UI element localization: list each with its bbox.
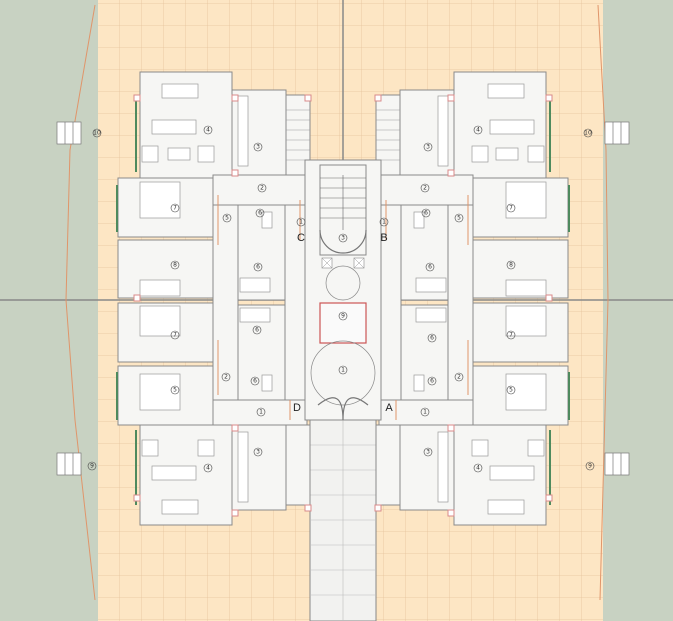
- apartments-left: [116, 71, 312, 526]
- room-number-circle: [170, 330, 180, 340]
- room-number: 4: [476, 465, 480, 472]
- room-number: 3: [426, 144, 430, 151]
- room-number: 3: [426, 449, 430, 456]
- room-number: 9: [341, 313, 345, 320]
- room-number-circle: [255, 208, 265, 218]
- room-number-circle: [92, 128, 102, 138]
- room-number: 7: [509, 205, 513, 212]
- room-number-circle: [170, 385, 180, 395]
- room-number: 5: [225, 215, 229, 222]
- room-number: 8: [509, 262, 513, 269]
- room-number-circle: [473, 463, 483, 473]
- unit-label-a: A: [385, 402, 393, 414]
- room-number: 10: [584, 130, 592, 137]
- garden-left: [0, 0, 98, 621]
- room-number: 3: [256, 449, 260, 456]
- room-number-circle: [257, 183, 267, 193]
- room-number-circle: [421, 208, 431, 218]
- unit-label-c: C: [297, 232, 305, 244]
- room-number-circle: [250, 376, 260, 386]
- room-number-circle: [585, 461, 595, 471]
- unit-label-b: B: [380, 232, 387, 244]
- room-number-circle: [338, 233, 348, 243]
- room-number-circle: [427, 376, 437, 386]
- room-number-circle: [420, 407, 430, 417]
- room-number: 4: [206, 127, 210, 134]
- room-number: 7: [173, 332, 177, 339]
- room-number-circle: [506, 330, 516, 340]
- room-number: 1: [382, 219, 386, 226]
- room-number: 1: [299, 219, 303, 226]
- room-number-circle: [296, 217, 306, 227]
- room-number-circle: [454, 372, 464, 382]
- room-number-circle: [425, 262, 435, 272]
- room-number-circle: [203, 463, 213, 473]
- unit-label-d: D: [293, 402, 301, 414]
- room-number-circle: [221, 372, 231, 382]
- room-number: 7: [509, 332, 513, 339]
- room-number-circle: [252, 325, 262, 335]
- room-number: 4: [206, 465, 210, 472]
- room-number: 4: [476, 127, 480, 134]
- room-number: 3: [341, 235, 345, 242]
- room-number-circle: [203, 125, 213, 135]
- room-number-circle: [87, 461, 97, 471]
- room-number-circle: [222, 213, 232, 223]
- room-number: 6: [258, 210, 262, 217]
- room-number: 6: [428, 264, 432, 271]
- room-number-circle: [423, 142, 433, 152]
- room-number: 8: [173, 262, 177, 269]
- room-number-circle: [253, 447, 263, 457]
- room-number: 3: [256, 144, 260, 151]
- room-number-circle: [253, 142, 263, 152]
- room-number: 6: [430, 335, 434, 342]
- room-number: 6: [256, 264, 260, 271]
- room-number: 1: [259, 409, 263, 416]
- room-number-circle: [338, 365, 348, 375]
- room-number: 1: [423, 409, 427, 416]
- garden-right: [603, 0, 673, 621]
- property-line: [65, 4, 96, 601]
- room-number: 5: [457, 215, 461, 222]
- room-number: 10: [93, 130, 101, 137]
- room-number: 6: [430, 378, 434, 385]
- room-number: 2: [224, 374, 228, 381]
- room-number-circle: [420, 183, 430, 193]
- room-number-circle: [338, 311, 348, 321]
- room-number: 9: [90, 463, 94, 470]
- room-number-circle: [506, 203, 516, 213]
- elevator: [319, 302, 367, 344]
- room-number: 6: [424, 210, 428, 217]
- entrance-walkway: [309, 419, 377, 621]
- room-number-circle: [473, 125, 483, 135]
- room-number: 2: [457, 374, 461, 381]
- room-number-circle: [506, 385, 516, 395]
- room-number-circle: [256, 407, 266, 417]
- room-number: 5: [173, 387, 177, 394]
- room-number: 6: [255, 327, 259, 334]
- room-number-circle: [583, 128, 593, 138]
- room-number: 9: [588, 463, 592, 470]
- room-number-circle: [427, 333, 437, 343]
- garden-steps: [56, 121, 630, 476]
- room-number: 2: [423, 185, 427, 192]
- room-number-circle: [379, 217, 389, 227]
- room-number-circle: [423, 447, 433, 457]
- room-number-circle: [170, 203, 180, 213]
- lobby-circle-upper: [325, 265, 361, 301]
- room-number-circle: [253, 262, 263, 272]
- room-number-labels: 10 4 3 2 7 5 6 1 3 1 6 5 2 7 4 3 10 8 6 6 8 9 7 6 6 7 1 2 6 6 2 5 5 1 1 4 3 4…: [87, 125, 595, 473]
- room-number: 5: [509, 387, 513, 394]
- room-number: 6: [253, 378, 257, 385]
- apartments-right: [374, 71, 570, 526]
- room-number-circle: [454, 213, 464, 223]
- room-number-circle: [506, 260, 516, 270]
- room-number-circle: [170, 260, 180, 270]
- room-number: 7: [173, 205, 177, 212]
- room-number: 2: [260, 185, 264, 192]
- property-line: [597, 4, 609, 601]
- lobby-circle-lower: [310, 340, 376, 406]
- room-number: 1: [341, 367, 345, 374]
- central-core: [304, 159, 382, 421]
